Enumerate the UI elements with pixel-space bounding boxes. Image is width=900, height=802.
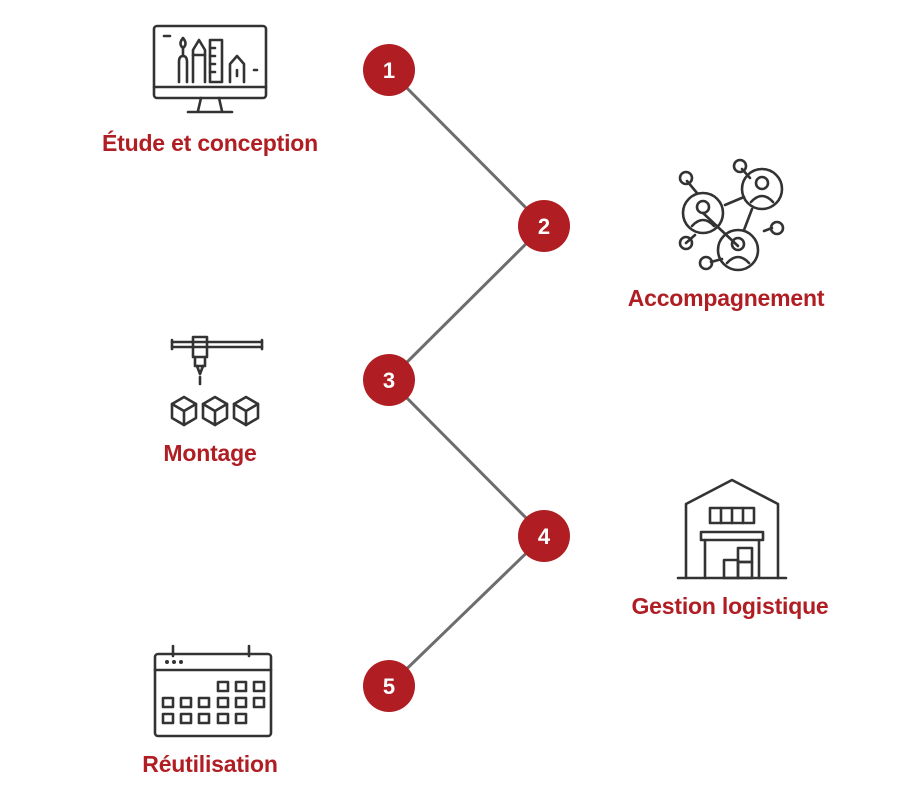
step-marker-5: 5 xyxy=(363,660,415,712)
step-label-2: Accompagnement xyxy=(627,285,825,311)
step-marker-4: 4 xyxy=(518,510,570,562)
step-number-3: 3 xyxy=(383,368,395,393)
step-label-1: Étude et conception xyxy=(102,130,318,156)
assembly-machine-icon xyxy=(170,335,264,427)
step-marker-3: 3 xyxy=(363,354,415,406)
network-people-icon xyxy=(678,158,785,272)
step-number-4: 4 xyxy=(538,524,551,549)
step-label-3: Montage xyxy=(163,440,257,466)
step-marker-2: 2 xyxy=(518,200,570,252)
step-number-5: 5 xyxy=(383,674,395,699)
step-marker-1: 1 xyxy=(363,44,415,96)
step-number-1: 1 xyxy=(383,58,395,83)
warehouse-icon xyxy=(676,478,788,580)
step-label-4: Gestion logistique xyxy=(631,593,829,619)
calendar-icon xyxy=(153,644,273,738)
design-monitor-icon xyxy=(152,24,268,114)
step-label-5: Réutilisation xyxy=(142,751,278,777)
step-number-2: 2 xyxy=(538,214,550,239)
